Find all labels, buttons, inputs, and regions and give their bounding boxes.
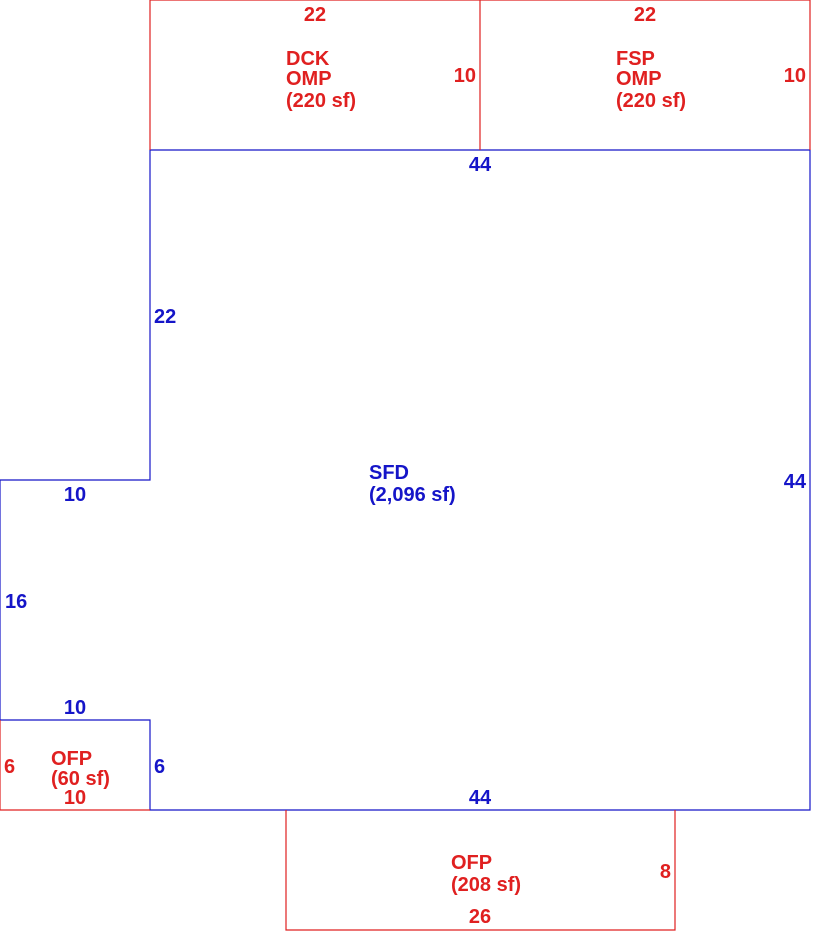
screen-porch-outline [480, 0, 811, 150]
screen-porch-code: FSP [616, 48, 655, 70]
small-porch-bottom-dimension: 10 [64, 787, 86, 809]
house-left-lower-dimension: 16 [5, 591, 27, 613]
front-porch-bottom-dimension: 26 [469, 906, 491, 928]
front-porch-right-dimension: 8 [660, 861, 671, 883]
deck-area: (220 sf) [286, 90, 356, 112]
front-porch-outline [285, 810, 676, 931]
house-code: SFD [369, 462, 409, 484]
deck-code: DCK [286, 48, 330, 70]
deck-right-dimension: 10 [454, 65, 476, 87]
house-bottom-dimension: 44 [469, 787, 492, 809]
small-porch-area: (60 sf) [51, 768, 110, 790]
deck-sub: OMP [286, 68, 332, 90]
house-left-upper-dimension: 22 [154, 306, 176, 328]
small-porch-outline [0, 720, 150, 811]
small-porch-code: OFP [51, 748, 92, 770]
house-area: (2,096 sf) [369, 484, 456, 506]
screen-porch-sub: OMP [616, 68, 662, 90]
screen-porch-right-dimension: 10 [784, 65, 806, 87]
house-top-dimension: 44 [469, 154, 492, 176]
front-porch-code: OFP [451, 852, 492, 874]
house-outline [0, 149, 811, 811]
front-porch-area: (208 sf) [451, 874, 521, 896]
deck-top-dimension: 22 [304, 4, 326, 26]
screen-porch-area: (220 sf) [616, 90, 686, 112]
house-porch-side-dimension: 6 [154, 756, 165, 778]
house-right-dimension: 44 [784, 471, 807, 493]
house-step-bottom-dimension: 10 [64, 697, 86, 719]
house-step-top-dimension: 10 [64, 484, 86, 506]
screen-porch-top-dimension: 22 [634, 4, 656, 26]
small-porch-left-dimension: 6 [4, 756, 15, 778]
deck-outline [149, 0, 481, 150]
